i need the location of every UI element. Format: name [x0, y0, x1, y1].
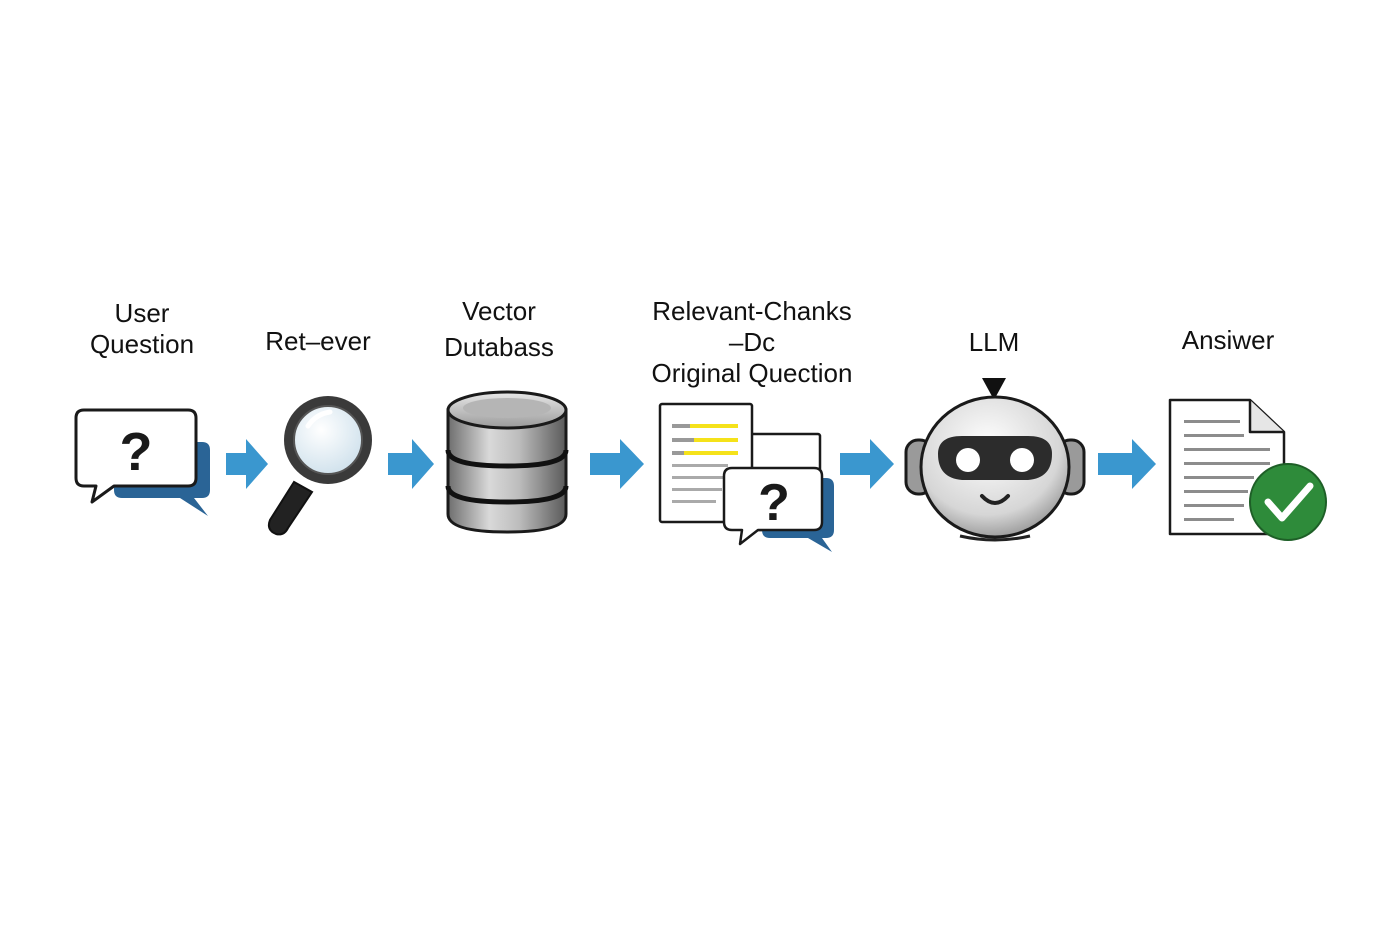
flow-arrow: [1098, 439, 1156, 489]
question-chat-icon: ?: [74, 408, 210, 516]
label-line: –Dc: [728, 327, 776, 357]
database-icon: [445, 390, 569, 534]
text-lines: [1184, 420, 1270, 521]
label-line: Ansiwer: [1181, 325, 1275, 355]
document-question-icon: ?: [658, 402, 834, 552]
label-llm: LLM: [969, 327, 1020, 358]
label-relevant-chunks: Relevant-Chanks –Dc Original Quection: [652, 296, 853, 389]
magnifier-icon: [267, 396, 372, 536]
text-lines: [672, 424, 738, 503]
flow-arrow: [226, 439, 268, 489]
label-line: User: [114, 298, 170, 328]
flow-arrow: [840, 439, 894, 489]
label-retriever: Ret–ever: [265, 326, 371, 357]
label-line: LLM: [968, 327, 1020, 357]
label-line: Question: [89, 329, 195, 359]
label-line: Relevant-Chanks: [652, 296, 852, 326]
label-line: Dutabass: [444, 332, 554, 362]
robot-icon: [904, 378, 1086, 542]
flow-arrow: [388, 439, 434, 489]
label-answer: Ansiwer: [1182, 325, 1274, 356]
svg-text:?: ?: [758, 474, 790, 532]
document-check-icon: [1168, 398, 1327, 541]
label-vector-database: Vector Dutabass: [444, 296, 554, 363]
label-line: Vector: [462, 296, 536, 326]
svg-text:?: ?: [120, 422, 153, 482]
flow-arrow: [590, 439, 644, 489]
label-line: Original Quection: [651, 358, 853, 388]
label-user-question: User Question: [90, 298, 194, 360]
label-line: Ret–ever: [265, 326, 371, 356]
